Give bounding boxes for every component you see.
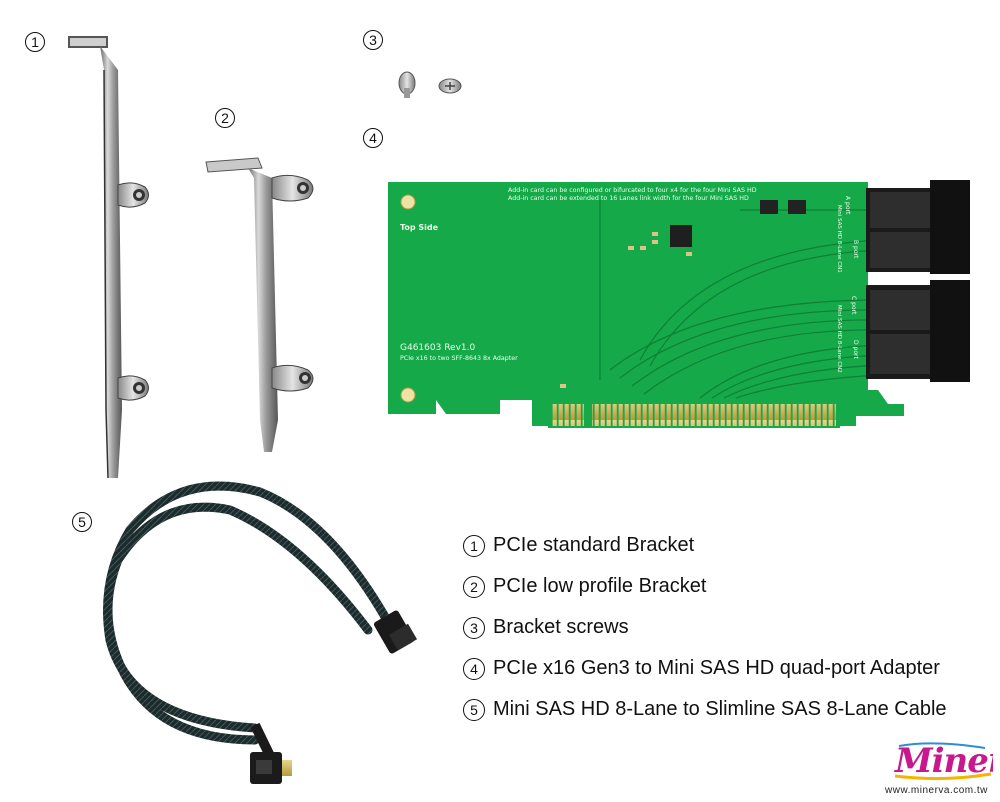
callout-2: 2 [215, 108, 235, 128]
legend-number: 1 [463, 534, 485, 557]
legend-number: 3 [463, 616, 485, 639]
mini-sas-hd-connectors [866, 180, 970, 382]
legend-item: 1 PCIe standard Bracket [463, 525, 947, 566]
low-profile-bracket [205, 157, 314, 452]
minerva-logo: Minerva [894, 741, 993, 781]
legend-item: 2 PCIe low profile Bracket [463, 566, 947, 607]
callout-4: 4 [363, 128, 383, 148]
pcb-adapter: Add-in card can be configured or bifurca… [388, 180, 970, 428]
bracket-screws [398, 71, 462, 98]
legend-number: 4 [463, 657, 485, 680]
legend-text: PCIe standard Bracket [493, 534, 695, 556]
legend-text: Bracket screws [493, 616, 629, 638]
legend: 1 PCIe standard Bracket 2 PCIe low profi… [463, 525, 947, 730]
legend-text: Mini SAS HD 8-Lane to Slimline SAS 8-Lan… [493, 698, 947, 720]
callout-1: 1 [25, 32, 45, 52]
callout-5: 5 [72, 512, 92, 532]
website-url[interactable]: www.minerva.com.tw [885, 785, 988, 796]
legend-text: PCIe x16 Gen3 to Mini SAS HD quad-port A… [493, 657, 940, 679]
legend-number: 2 [463, 575, 485, 598]
pcb-description: PCIe x16 to two SFF-8643 8x Adapter [400, 355, 518, 362]
pcb-port-a: A port [844, 196, 851, 215]
pcb-port-b: B port [852, 240, 859, 259]
callout-3: 3 [363, 30, 383, 50]
standard-bracket [68, 36, 149, 479]
legend-item: 4 PCIe x16 Gen3 to Mini SAS HD quad-port… [463, 648, 947, 689]
pcb-model: G461603 Rev1.0 [400, 343, 475, 353]
pcb-note-line-2: Add-in card can be extended to 16 Lanes … [508, 195, 749, 202]
mini-sas-cable [103, 481, 418, 784]
pcb-cn2-label: Mini SAS HD 8-Lane CN2 [836, 305, 842, 373]
legend-item: 3 Bracket screws [463, 607, 947, 648]
pcb-port-d: D port [852, 340, 859, 359]
pcb-side-label: Top Side [400, 223, 439, 232]
pcb-cn1-label: Mini SAS HD 8-Lane CN1 [836, 205, 842, 273]
legend-text: PCIe low profile Bracket [493, 575, 707, 597]
legend-number: 5 [463, 698, 485, 721]
legend-item: 5 Mini SAS HD 8-Lane to Slimline SAS 8-L… [463, 689, 947, 730]
pcb-note-line-1: Add-in card can be configured or bifurca… [508, 187, 757, 194]
pcb-port-c: C port [850, 296, 857, 315]
